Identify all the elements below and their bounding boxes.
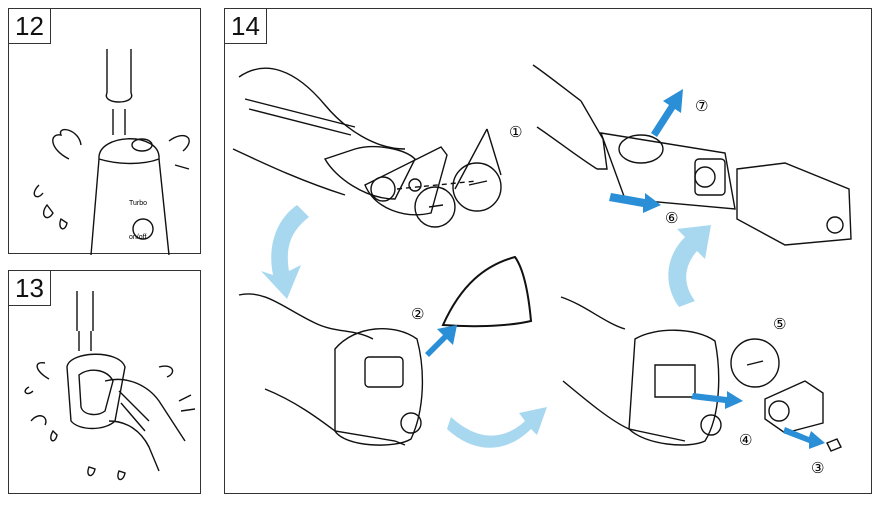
rinse-handle-illustration: Turbo on/off: [33, 49, 190, 255]
arrow-step-4: [691, 391, 743, 409]
screw-callout-1b: [414, 186, 456, 228]
step-label-3: ③: [811, 459, 824, 477]
panel-13: 13: [8, 270, 201, 494]
step-label-2: ②: [411, 305, 424, 323]
wash-head-illustration: [24, 291, 196, 481]
step-label-4: ④: [739, 431, 752, 449]
step-label-1: ①: [509, 123, 522, 141]
panel-12: 12 Turbo on/off: [8, 8, 201, 255]
arrow-step-2: [425, 325, 457, 357]
step-label-6: ⑥: [665, 209, 678, 227]
screw-callout-1a: [452, 162, 502, 212]
arrow-step-7: [651, 89, 683, 137]
handle-text-turbo: Turbo: [129, 200, 147, 207]
panel-14-number: 14: [225, 9, 267, 44]
rotate-arrow-right: [668, 225, 711, 307]
handle-text-onoff: on/off: [129, 234, 146, 241]
screw-callout-5: [730, 338, 780, 388]
panel-12-number: 12: [9, 9, 51, 44]
disassembly-illustration: ① ② ③ ④ ⑤ ⑥ ⑦: [232, 64, 852, 477]
step-label-5: ⑤: [773, 315, 786, 333]
arrow-step-3: [783, 427, 825, 449]
arrow-step-6: [609, 193, 661, 213]
panel-14: 14: [224, 8, 872, 494]
step-label-7: ⑦: [695, 97, 708, 115]
panel-13-number: 13: [9, 271, 51, 306]
rotate-arrow-bottom: [447, 407, 547, 448]
rotate-arrow-left: [261, 205, 309, 299]
